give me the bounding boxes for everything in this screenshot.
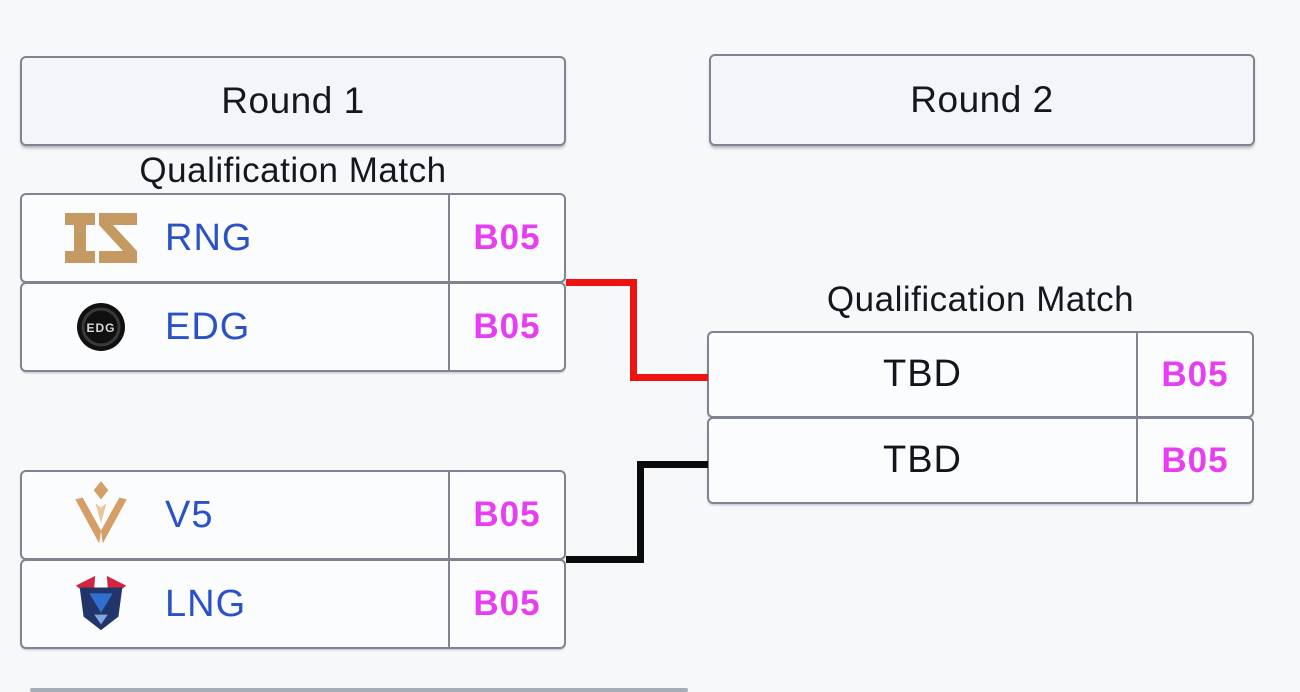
- svg-text:EDG: EDG: [86, 321, 115, 335]
- format-badge: B05: [448, 561, 564, 647]
- format-badge: B05: [448, 195, 564, 281]
- team-row-tbd-bottom[interactable]: TBD B05: [707, 417, 1254, 504]
- connector-red-horizontal-from-match1: [566, 279, 637, 286]
- team-row-rng[interactable]: RNG B05: [20, 193, 566, 283]
- team-name: LNG: [165, 582, 247, 625]
- edg-logo: EDG: [59, 301, 143, 353]
- v5-logo: [59, 478, 143, 552]
- lng-logo: [59, 572, 143, 636]
- bottom-cutoff-bar: [30, 688, 688, 692]
- team-name: TBD: [883, 353, 962, 395]
- team-cell: LNG: [22, 561, 448, 647]
- team-name: TBD: [883, 439, 962, 481]
- team-cell: RNG: [22, 195, 448, 281]
- match-v5-vs-lng: V5 B05 LNG B05: [20, 470, 566, 649]
- format-badge: B05: [448, 284, 564, 370]
- qualification-match-label-left: Qualification Match: [139, 151, 447, 190]
- team-cell: TBD: [709, 333, 1136, 416]
- team-cell: V5: [22, 472, 448, 558]
- connector-red-vertical: [630, 279, 637, 381]
- team-name: EDG: [165, 305, 251, 348]
- format-badge: B05: [1136, 333, 1252, 416]
- round-1-header: Round 1: [20, 56, 566, 146]
- connector-black-horizontal-from-match2: [566, 556, 644, 563]
- team-row-tbd-top[interactable]: TBD B05: [707, 331, 1254, 418]
- team-cell: TBD: [709, 419, 1136, 502]
- format-badge: B05: [1136, 419, 1252, 502]
- match-tbd-vs-tbd: TBD B05 TBD B05: [707, 331, 1254, 504]
- team-row-v5[interactable]: V5 B05: [20, 470, 566, 560]
- connector-black-horizontal-to-match3: [637, 461, 708, 468]
- team-cell: EDG EDG: [22, 284, 448, 370]
- match-rng-vs-edg: RNG B05 EDG EDG B05: [20, 193, 566, 372]
- connector-black-vertical: [637, 461, 644, 563]
- qualification-match-label-right: Qualification Match: [826, 280, 1135, 319]
- connector-red-horizontal-to-match3: [630, 374, 708, 381]
- team-row-edg[interactable]: EDG EDG B05: [20, 282, 566, 372]
- rng-logo: [59, 209, 143, 267]
- team-name: V5: [165, 493, 214, 536]
- round-2-header: Round 2: [709, 54, 1255, 146]
- team-name: RNG: [165, 216, 253, 259]
- team-row-lng[interactable]: LNG B05: [20, 559, 566, 649]
- format-badge: B05: [448, 472, 564, 558]
